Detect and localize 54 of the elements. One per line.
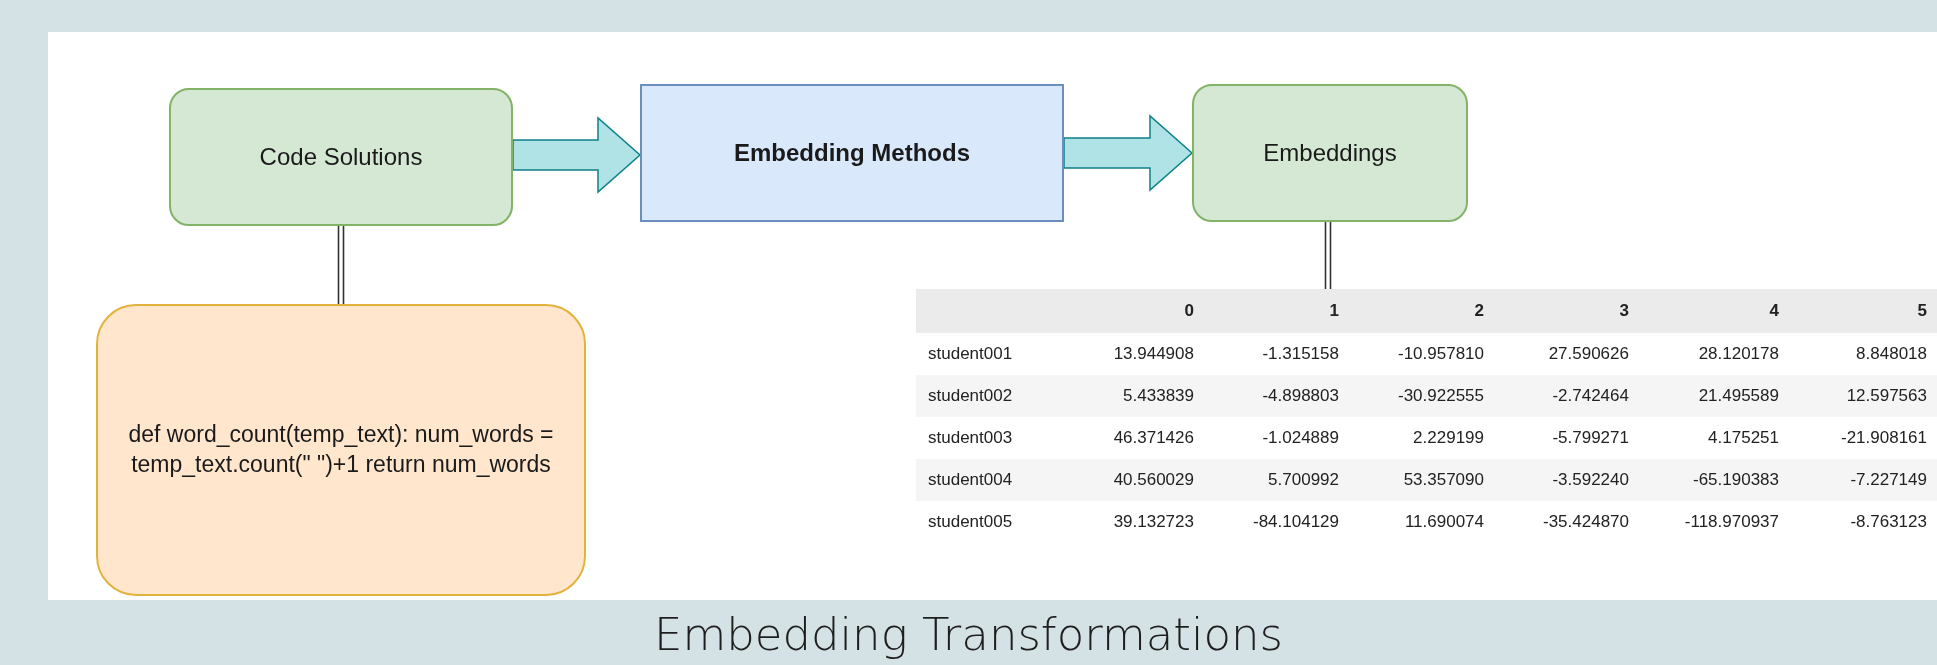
table-value: -2.742464 bbox=[1551, 386, 1629, 406]
double-line-connector bbox=[337, 225, 345, 305]
process-box bbox=[169, 88, 513, 226]
table-value: -35.424870 bbox=[1541, 512, 1629, 532]
block-arrow bbox=[1063, 114, 1194, 192]
row-label: student002 bbox=[928, 386, 1014, 406]
process-box bbox=[1192, 84, 1468, 222]
table-value: -65.190383 bbox=[1691, 470, 1779, 490]
table-value: -1.315158 bbox=[1261, 344, 1339, 364]
caption: Embedding Transformations bbox=[652, 608, 1284, 661]
box-label: Code Solutions bbox=[259, 142, 423, 173]
process-box bbox=[640, 84, 1064, 222]
table-value: 28.120178 bbox=[1697, 344, 1779, 364]
table-value: 39.132723 bbox=[1112, 512, 1194, 532]
table-value: 21.495589 bbox=[1697, 386, 1779, 406]
table-value: 4.175251 bbox=[1707, 428, 1779, 448]
table-value: 11.690074 bbox=[1403, 512, 1484, 532]
table-value: 5.433839 bbox=[1122, 386, 1194, 406]
table-value: -30.922555 bbox=[1396, 386, 1484, 406]
column-header: 3 bbox=[1618, 301, 1629, 321]
table-value: -3.592240 bbox=[1551, 470, 1629, 490]
box-label: Embedding Methods bbox=[734, 138, 970, 169]
table-value: 12.597563 bbox=[1845, 386, 1927, 406]
table-value: 53.357090 bbox=[1402, 470, 1484, 490]
table-value: 13.944908 bbox=[1112, 344, 1194, 364]
row-label: student001 bbox=[928, 344, 1014, 364]
table-value: -7.227149 bbox=[1849, 470, 1927, 490]
code-text: def word_count(temp_text): num_words = temp_text.count(" ")+1 return num_words bbox=[127, 420, 555, 479]
table-value: -84.104129 bbox=[1251, 512, 1339, 532]
table-value: 2.229199 bbox=[1412, 428, 1484, 448]
table-value: -21.908161 bbox=[1839, 428, 1927, 448]
table-value: -8.763123 bbox=[1849, 512, 1927, 532]
table-value: 46.371426 bbox=[1112, 428, 1194, 448]
table-value: -1.024889 bbox=[1261, 428, 1339, 448]
column-header: 5 bbox=[1916, 301, 1927, 321]
table-value: 5.700992 bbox=[1267, 470, 1339, 490]
row-label: student004 bbox=[928, 470, 1014, 490]
table-value: 40.560029 bbox=[1112, 470, 1194, 490]
table-value: -118.970937 bbox=[1683, 512, 1779, 532]
table-value: -5.799271 bbox=[1551, 428, 1629, 448]
box-label: Embeddings bbox=[1263, 138, 1397, 169]
table-value: -10.957810 bbox=[1396, 344, 1484, 364]
column-header: 4 bbox=[1768, 301, 1779, 321]
row-label: student005 bbox=[928, 512, 1014, 532]
row-label: student003 bbox=[928, 428, 1014, 448]
column-header: 2 bbox=[1473, 301, 1484, 321]
double-line-connector bbox=[1324, 221, 1332, 290]
table-value: 8.848018 bbox=[1855, 344, 1927, 364]
table-value: -4.898803 bbox=[1261, 386, 1339, 406]
code-box bbox=[96, 304, 586, 596]
block-arrow bbox=[512, 116, 642, 194]
table-value: 27.590626 bbox=[1547, 344, 1629, 364]
column-header: 1 bbox=[1328, 301, 1339, 321]
column-header: 0 bbox=[1183, 301, 1194, 321]
